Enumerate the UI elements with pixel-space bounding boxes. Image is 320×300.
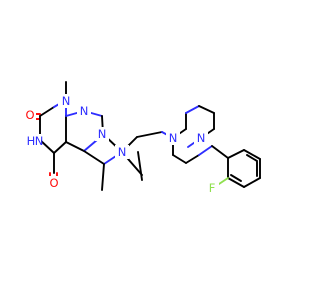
fluorine-label: F: [209, 181, 216, 195]
nitrogen-label-piperazine-left: N: [169, 131, 178, 145]
fused-ring-system: [65, 110, 143, 191]
nitrogen-label-n1: N: [62, 94, 71, 108]
oxygen-label-top: O: [25, 108, 34, 122]
nitrogen-label-fused: N: [118, 145, 127, 159]
oxygen-label-bottom: O: [49, 176, 58, 190]
nitrogen-label-imine: N: [80, 104, 89, 118]
atom-labels: O N H N O N N N N N F: [24, 94, 219, 195]
nitrogen-label-imidazole: N: [98, 127, 107, 141]
fluorobenzyl-group: [211, 145, 261, 188]
nitrogen-label-piperazine-right: N: [197, 131, 206, 145]
molecule-diagram: O N H N O N N N N N F: [24, 81, 261, 195]
nitrogen-label-nh: N: [35, 134, 44, 148]
hydrogen-label: H: [27, 134, 36, 148]
